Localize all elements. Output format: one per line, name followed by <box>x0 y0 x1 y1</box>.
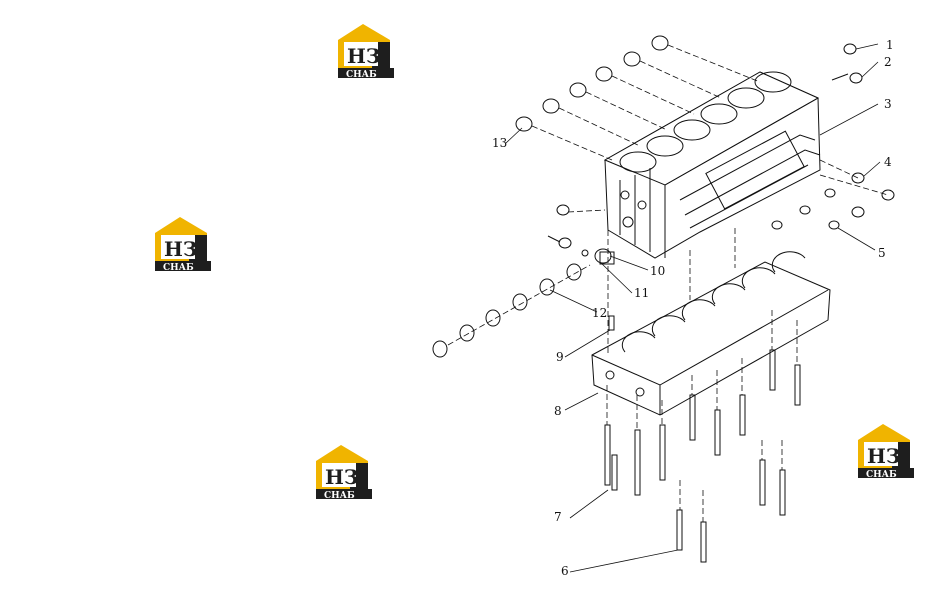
logo-text-sub: СНАБ <box>866 470 897 480</box>
callout-1: 1 <box>886 38 894 52</box>
logo-watermark: НЗ СНАБ <box>312 443 372 501</box>
logo-watermark: НЗ СНАБ <box>334 22 394 80</box>
callout-2: 2 <box>884 55 892 69</box>
expansion-plugs-top <box>515 35 669 132</box>
logo-watermark: НЗ СНАБ <box>854 422 914 480</box>
callout-5: 5 <box>878 246 886 260</box>
assembly-guide-lines <box>447 44 889 522</box>
callout-labels: 1 2 3 4 5 6 7 8 9 10 11 12 13 <box>492 38 894 578</box>
bearing-ladder-frame <box>591 251 831 416</box>
logo-text-main: НЗ <box>325 465 358 489</box>
logo-text-sub: СНАБ <box>346 70 377 80</box>
side-plugs-right <box>771 172 895 230</box>
callout-8: 8 <box>554 404 562 418</box>
logo-text-main: НЗ <box>347 44 380 68</box>
callout-6: 6 <box>561 564 569 578</box>
logo-text-main: НЗ <box>164 237 197 261</box>
callout-4: 4 <box>884 155 892 169</box>
callout-leaders <box>505 43 881 573</box>
callout-10: 10 <box>650 264 665 278</box>
callout-9: 9 <box>556 350 564 364</box>
callout-3: 3 <box>884 97 892 111</box>
callout-12: 12 <box>592 306 607 320</box>
engine-block <box>603 71 821 259</box>
main-bearing-bolts <box>604 349 801 563</box>
camshaft-bushings <box>432 263 582 358</box>
logo-text-sub: СНАБ <box>324 491 355 501</box>
logo-watermark: НЗ СНАБ <box>151 215 211 273</box>
callout-13: 13 <box>492 136 507 150</box>
callout-7: 7 <box>554 510 562 524</box>
logo-text-main: НЗ <box>867 444 900 468</box>
callout-11: 11 <box>634 286 649 300</box>
logo-text-sub: СНАБ <box>163 263 194 273</box>
